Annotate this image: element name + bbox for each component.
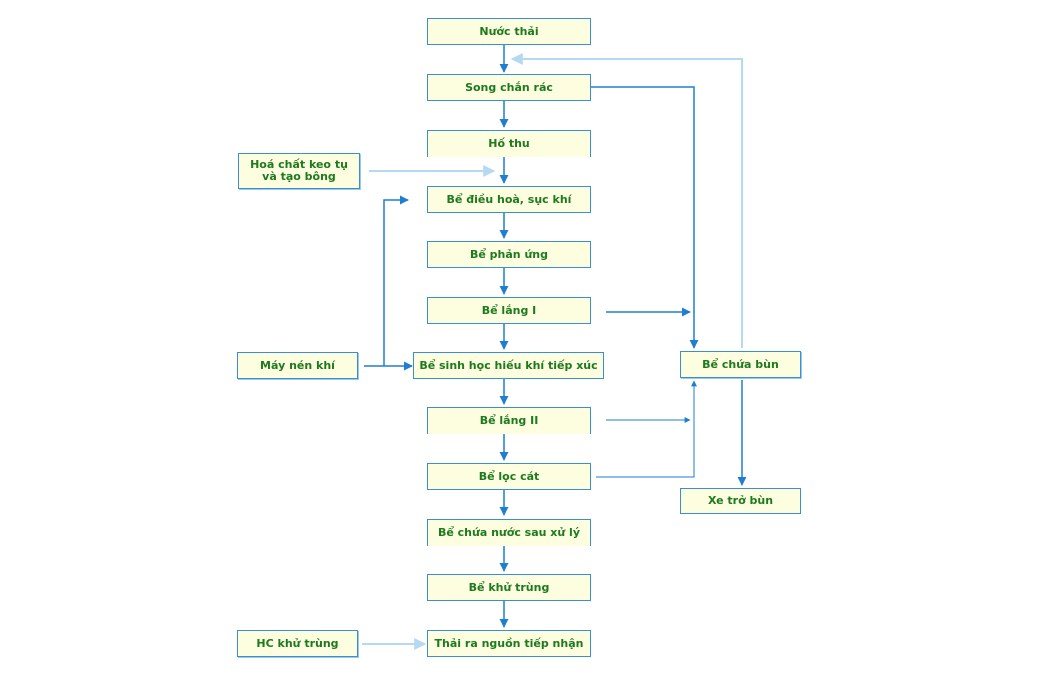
node-hoa-chat: Hoá chất keo tụ và tạo bông	[238, 153, 360, 189]
arrow-be-chua-bun-recycle	[510, 53, 743, 348]
node-may-nen-khi: Máy nén khí	[237, 352, 358, 379]
node-be-sinh-hoc: Bể sinh học hiếu khí tiếp xúc	[413, 352, 604, 379]
arrow-be-loc-cat-to-be-chua-bun	[596, 380, 697, 478]
hoa-chat-line-2: và tạo bông	[262, 170, 336, 183]
node-thai-ra: Thải ra nguồn tiếp nhận	[427, 630, 591, 657]
hoa-chat-line-1: Hoá chất keo tụ	[250, 158, 348, 171]
node-be-lang-2: Bể lắng II	[427, 407, 591, 434]
node-be-dieu-hoa: Bể điều hoà, sục khí	[427, 186, 591, 213]
node-be-khu-trung: Bể khử trùng	[427, 574, 591, 601]
node-be-loc-cat: Bể lọc cát	[427, 463, 591, 490]
node-hc-khu-trung: HC khử trùng	[237, 630, 358, 657]
node-be-chua-bun: Bể chứa bùn	[680, 351, 801, 378]
arrow-may-nen-khi-to-be-dieu-hoa	[383, 195, 409, 366]
node-nuoc-thai: Nước thải	[427, 18, 591, 45]
node-ho-thu: Hố thu	[427, 130, 591, 157]
node-song-chan-rac: Song chắn rác	[427, 74, 591, 101]
node-be-phan-ung: Bể phản ứng	[427, 241, 591, 268]
arrow-song-chan-rac-to-be-chua-bun	[591, 86, 699, 349]
node-xe-cho-bun: Xe trở bùn	[680, 488, 801, 514]
node-be-chua-nuoc: Bể chứa nước sau xử lý	[427, 519, 591, 546]
node-be-lang-1: Bể lắng I	[427, 297, 591, 324]
